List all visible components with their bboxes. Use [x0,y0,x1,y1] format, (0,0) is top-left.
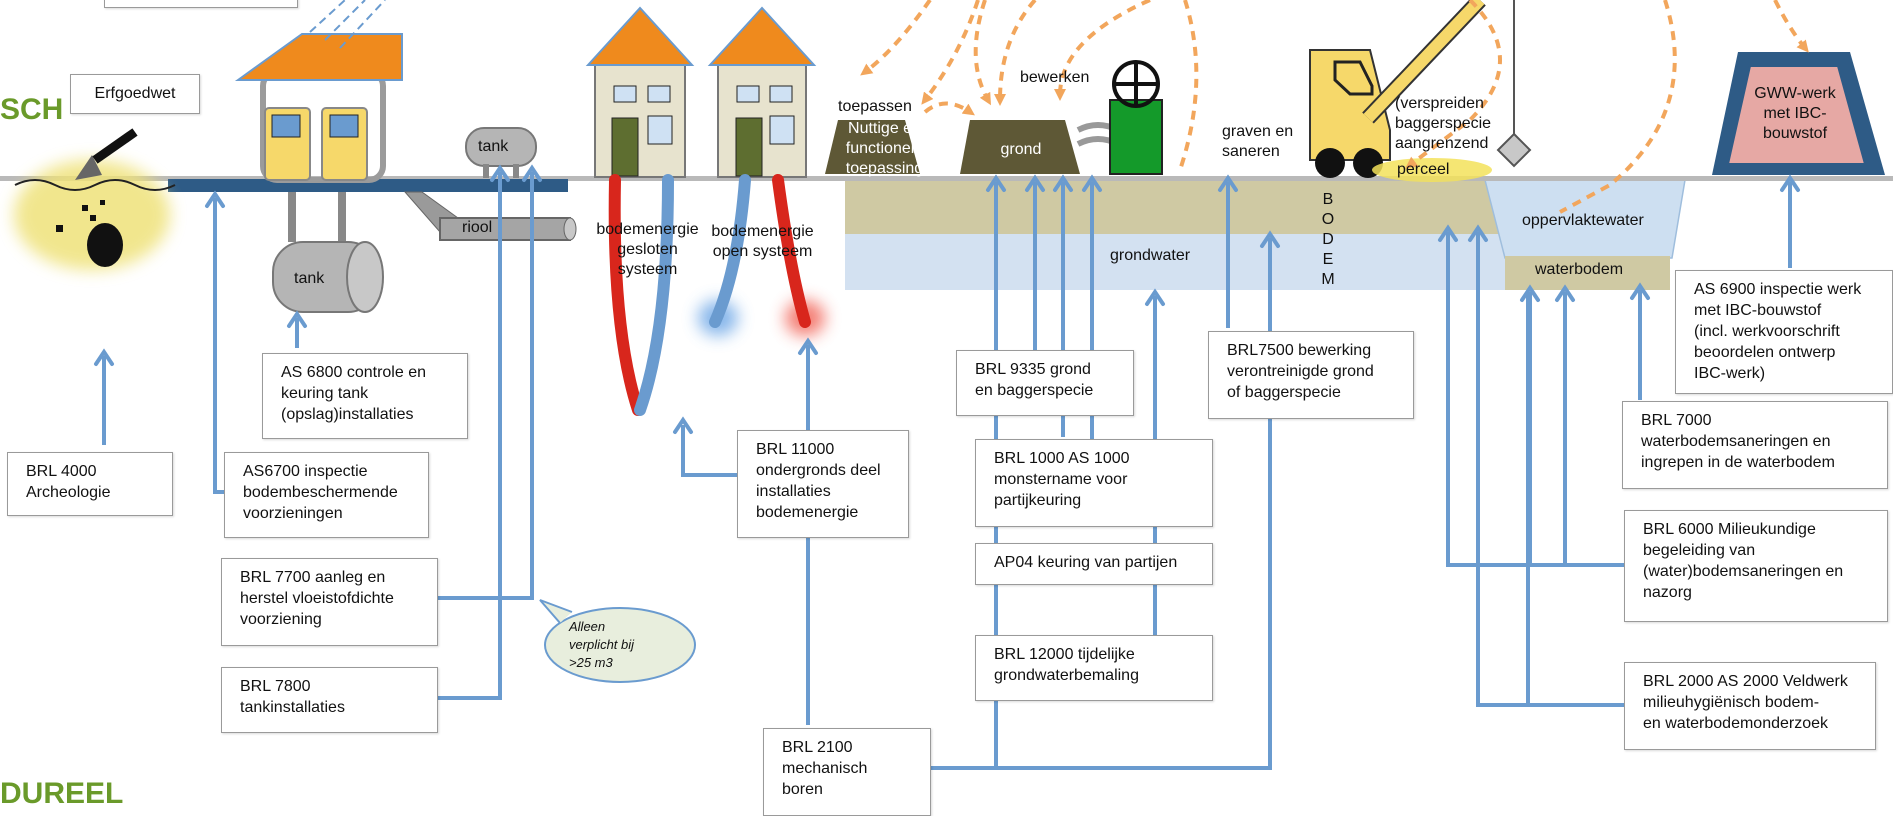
graven-label: graven en saneren [1222,123,1294,160]
bodemenergie-gesloten-label: bodemenergie gesloten systeem [596,221,699,278]
as6800-box: AS 6800 controle en keuring tank (opslag… [262,353,468,439]
ap04-box: AP04 keuring van partijen [975,543,1213,585]
toepassen-label: toepassen [838,98,912,115]
riool-pipe [403,191,577,241]
nuttige-toepassing-label: Nuttige en functionele toepassing [845,120,924,177]
verspreiden-label: (verspreiden baggerspecie aangrenzend [1395,95,1492,152]
brl7500-box: BRL7500 bewerking verontreinigde grond o… [1208,331,1414,419]
trowel-icon [75,155,102,180]
oppervlaktewater-label: oppervlaktewater [1522,212,1644,229]
side-label-top: SCH [0,93,64,126]
gww-werk-label: GWW-werk met IBC- bouwstof [1754,85,1836,142]
perceel-label: perceel [1397,161,1450,178]
bodemenergie-open-label: bodemenergie open systeem [711,223,814,260]
processing-installation-icon [1076,60,1163,175]
soil-wave-line [14,179,176,191]
blue-arrows [102,172,1792,770]
house-2-icon [707,6,817,178]
gas-station-icon [234,33,403,242]
brl7000-box: BRL 7000 waterbodemsaneringen en ingrepe… [1622,401,1888,489]
as6700-box: AS6700 inspectie bodembeschermende voorz… [224,452,429,538]
erfgoedwet-box: Erfgoedwet [70,74,200,114]
closed-loop-blue-pipe [634,174,674,416]
protection-plate [168,179,568,192]
as6900-box: AS 6900 inspectie werk met IBC-bouwstof … [1675,270,1893,394]
surface-line [0,176,1893,181]
grondwater-label: grondwater [1110,247,1191,264]
gww-werk-inner [1726,65,1867,165]
brl7700-box: BRL 7700 aanleg en herstel vloeistofdich… [221,558,438,646]
nuttige-toepassing-pile [825,120,920,174]
brl9335-box: BRL 9335 grond en baggerspecie [956,350,1134,416]
dredging-crane-icon [1309,0,1532,178]
callout-bubble [539,599,696,683]
brl12000-box: BRL 12000 tijdelijke grondwaterbemaling [975,635,1213,701]
brl11000-box: BRL 11000 ondergronds deel installaties … [737,430,909,538]
dashed-flow-arrows [860,0,1809,214]
brl1000-box: BRL 1000 AS 1000 monstername voor partij… [975,439,1213,527]
bodem-layer [845,180,1505,234]
blue-arrowheads [94,164,1800,434]
bodem-label: B O D E M [1321,191,1335,288]
brl7800-box: BRL 7800 tankinstallaties [221,667,438,733]
waterbodem-layer [1505,256,1670,290]
rain-lines [309,0,386,49]
underground-tank-icon [272,241,384,313]
open-system-red-pipe [772,174,811,328]
perceel-highlight [1372,158,1492,182]
bewerken-label: bewerken [1020,69,1090,86]
closed-loop-red-pipe [608,174,644,416]
tank-big-label: tank [294,270,325,287]
callout-text: Alleen verplicht bij >25 m3 [569,619,635,670]
brl2000-box: BRL 2000 AS 2000 Veldwerk milieuhygiënis… [1624,662,1876,750]
brl6000-box: BRL 6000 Milieukundige begeleiding van (… [1624,510,1888,622]
waterbodem-label: waterbodem [1535,261,1624,278]
riool-label: riool [462,219,493,236]
side-label-bottom: DUREEL [0,777,124,810]
open-system-blue-pipe [709,174,751,328]
brl2100-box: BRL 2100 mechanisch boren [763,728,931,816]
top-cut-box [104,0,298,8]
tank-small-label: tank [478,138,509,155]
grond-label: grond [1000,141,1042,158]
brl4000-box: BRL 4000 Archeologie [7,452,173,516]
trowel-handle [92,128,138,164]
grond-pile [960,120,1080,174]
grondwater-layer [845,234,1505,290]
house-1-icon [585,6,695,178]
artifact-icon [56,200,123,267]
